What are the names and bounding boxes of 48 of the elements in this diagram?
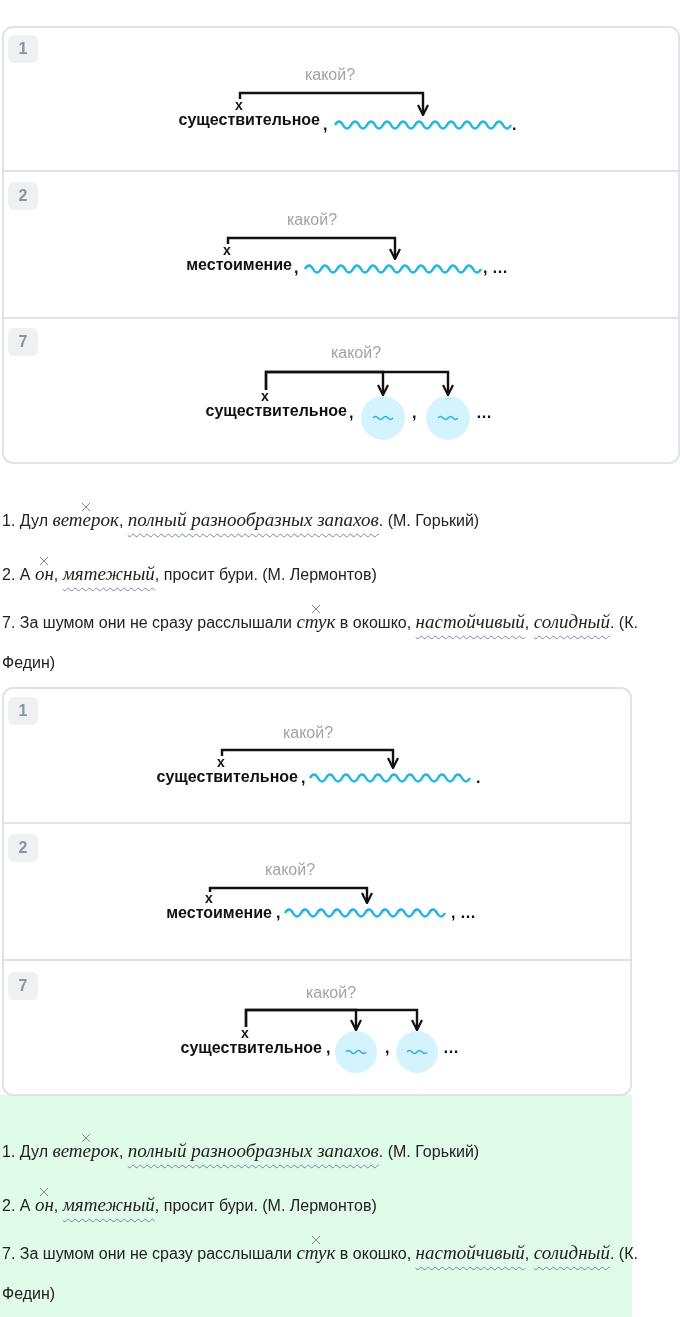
arrow — [244, 1008, 424, 1032]
example-sentence: 2. А он, мятежный, просит бури. (М. Лермонтов) — [2, 554, 642, 595]
arrow — [226, 236, 402, 261]
arrow — [208, 886, 374, 905]
punctuation-mark: , — [323, 115, 328, 135]
main-word-mark: x — [223, 244, 231, 256]
part-of-speech: существительное — [180, 1039, 322, 1057]
punctuation-mark: , — [326, 1038, 331, 1058]
main-word-mark: x — [261, 390, 269, 402]
punctuation-mark: , … — [483, 258, 508, 278]
example-sentence: 1. Дул ветерок, полный разнообразных запахов. (М. Горький) — [2, 500, 642, 541]
punctuation-mark: , — [294, 258, 299, 278]
number-badge: 2 — [8, 834, 38, 862]
punctuation-mark: , — [276, 903, 281, 923]
wavy-circle — [361, 396, 405, 440]
punctuation-mark: . — [512, 115, 517, 135]
number-badge: 2 — [8, 182, 38, 210]
punctuation-mark: … — [476, 403, 492, 423]
arrow — [238, 91, 430, 117]
part-of-speech: существительное — [178, 111, 320, 129]
part-of-speech: местоимение — [186, 256, 292, 274]
example-sentence: 7. За шумом они не сразу расслышали стук в окошко, настойчивый, солидный. (К. Федин) — [2, 602, 642, 683]
number-badge: 1 — [8, 35, 38, 63]
arrow — [220, 748, 400, 770]
punctuation-mark: , — [349, 403, 354, 423]
punctuation-mark: … — [443, 1038, 459, 1058]
example-sentence: 2. А он, мятежный, просит бури. (М. Лермонтов) — [2, 1185, 642, 1226]
part-of-speech: существительное — [205, 402, 347, 420]
part-of-speech: местоимение — [166, 904, 272, 922]
punctuation-mark: . — [476, 768, 481, 788]
punctuation-mark: , — [385, 1038, 390, 1058]
punctuation-mark: , … — [451, 903, 476, 923]
number-badge: 7 — [8, 972, 38, 1000]
main-word-mark: x — [217, 756, 225, 768]
part-of-speech: существительное — [156, 768, 298, 786]
arrow — [264, 370, 455, 397]
punctuation-mark: , — [412, 403, 417, 423]
example-sentence: 1. Дул ветерок, полный разнообразных запахов. (М. Горький) — [2, 1131, 642, 1172]
wavy-circle — [335, 1031, 377, 1073]
number-badge: 1 — [8, 697, 38, 725]
wavy-circle — [396, 1031, 438, 1073]
wavy-circle — [426, 396, 470, 440]
number-badge: 7 — [8, 328, 38, 356]
main-word-mark: x — [235, 99, 243, 111]
main-word-mark: x — [241, 1027, 249, 1039]
punctuation-mark: , — [301, 768, 306, 788]
example-sentence: 7. За шумом они не сразу расслышали стук в окошко, настойчивый, солидный. (К. Федин) — [2, 1233, 642, 1314]
main-word-mark: x — [205, 892, 213, 904]
